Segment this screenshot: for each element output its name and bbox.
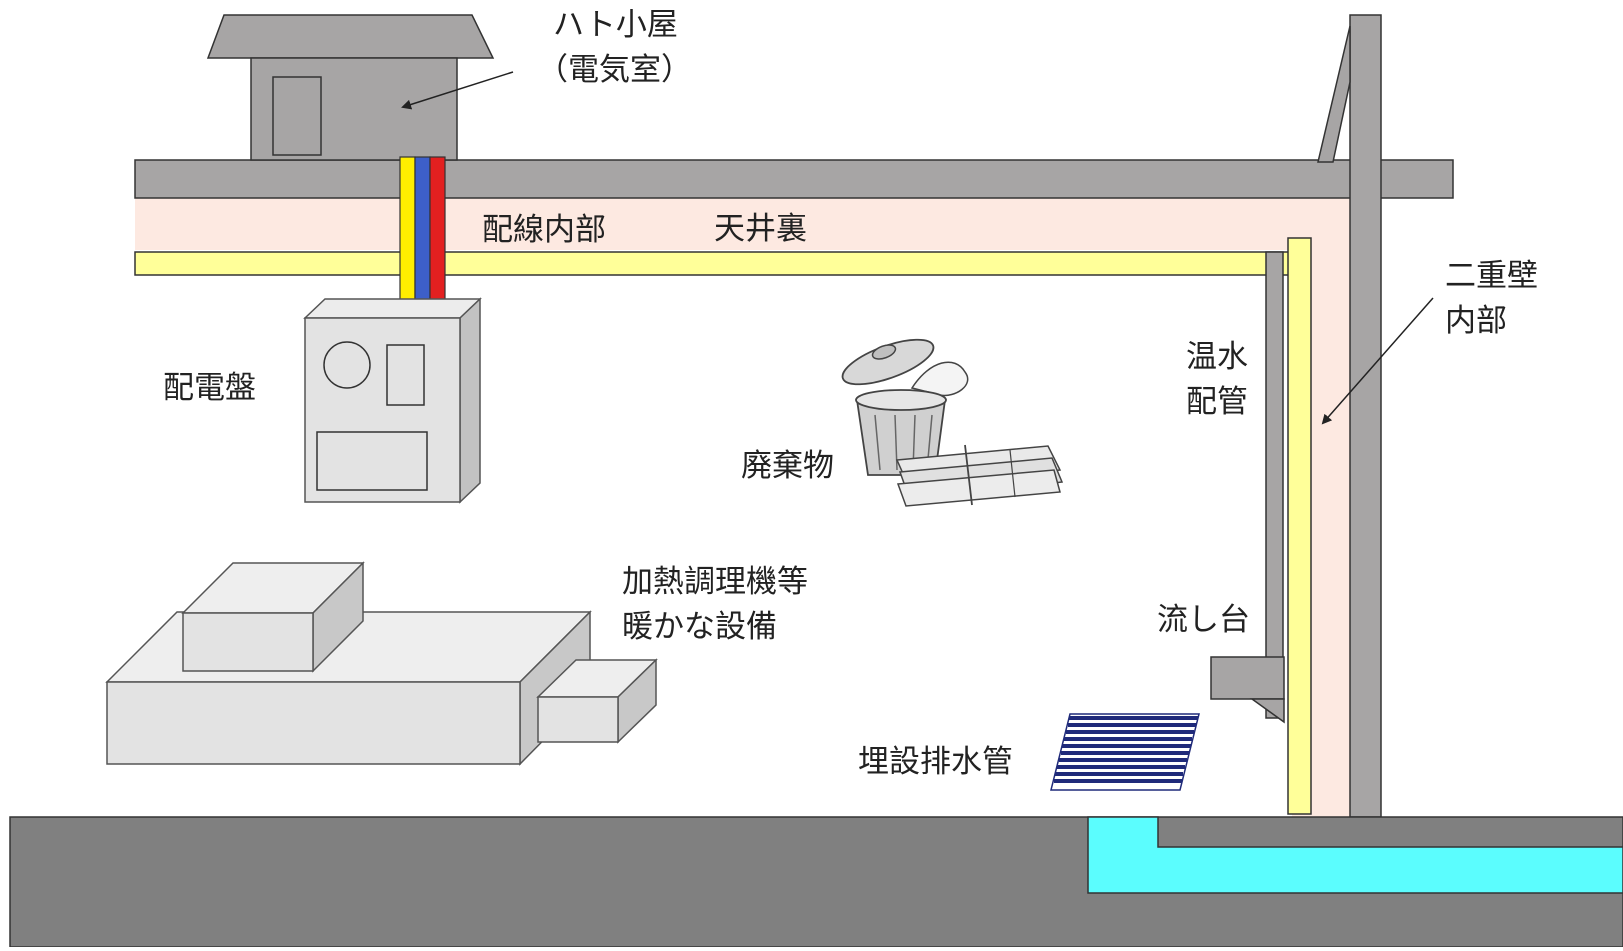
label-hot-water: 温水 <box>1186 339 1248 375</box>
cable-blue <box>414 156 431 306</box>
buried-drain-pipe <box>1050 713 1200 791</box>
cable-yellow <box>399 156 416 306</box>
water-channel <box>1087 816 1623 894</box>
waste-illustration <box>841 338 1064 507</box>
label-waste: 廃棄物 <box>741 448 834 484</box>
label-hot-water-pipe: 配管 <box>1186 384 1248 420</box>
label-electric-room: （電気室） <box>537 52 692 88</box>
label-sink: 流し台 <box>1157 602 1250 638</box>
heating-equipment <box>105 561 658 766</box>
double-wall-arrow <box>1321 297 1434 425</box>
label-heating-equipment: 加熱調理機等 <box>622 564 808 600</box>
ceiling-board <box>134 251 1294 276</box>
sink <box>1210 656 1285 724</box>
parapet-brace <box>1317 25 1351 163</box>
label-buried-drain: 埋設排水管 <box>858 744 1013 780</box>
label-ceiling-space: 天井裏 <box>714 211 807 247</box>
label-distribution-board: 配電盤 <box>163 370 256 406</box>
label-pigeon-house: ハト小屋 <box>553 7 678 43</box>
cable-red <box>429 156 446 306</box>
label-wiring-interior: 配線内部 <box>482 212 606 248</box>
distribution-board <box>303 297 482 504</box>
pigeon-house-door <box>272 76 322 156</box>
ceiling-space <box>135 198 1350 250</box>
label-warm-equipment: 暖かな設備 <box>622 609 777 645</box>
inner-wall-board <box>1287 237 1312 815</box>
pigeon-house-roof <box>206 14 495 59</box>
hot-water-pipe <box>1265 251 1284 719</box>
outer-wall <box>1349 14 1382 818</box>
roof-slab <box>134 159 1454 199</box>
label-double-wall-interior: 内部 <box>1445 303 1507 339</box>
label-double-wall: 二重壁 <box>1445 258 1538 294</box>
pigeon-house-arrow <box>401 71 514 110</box>
